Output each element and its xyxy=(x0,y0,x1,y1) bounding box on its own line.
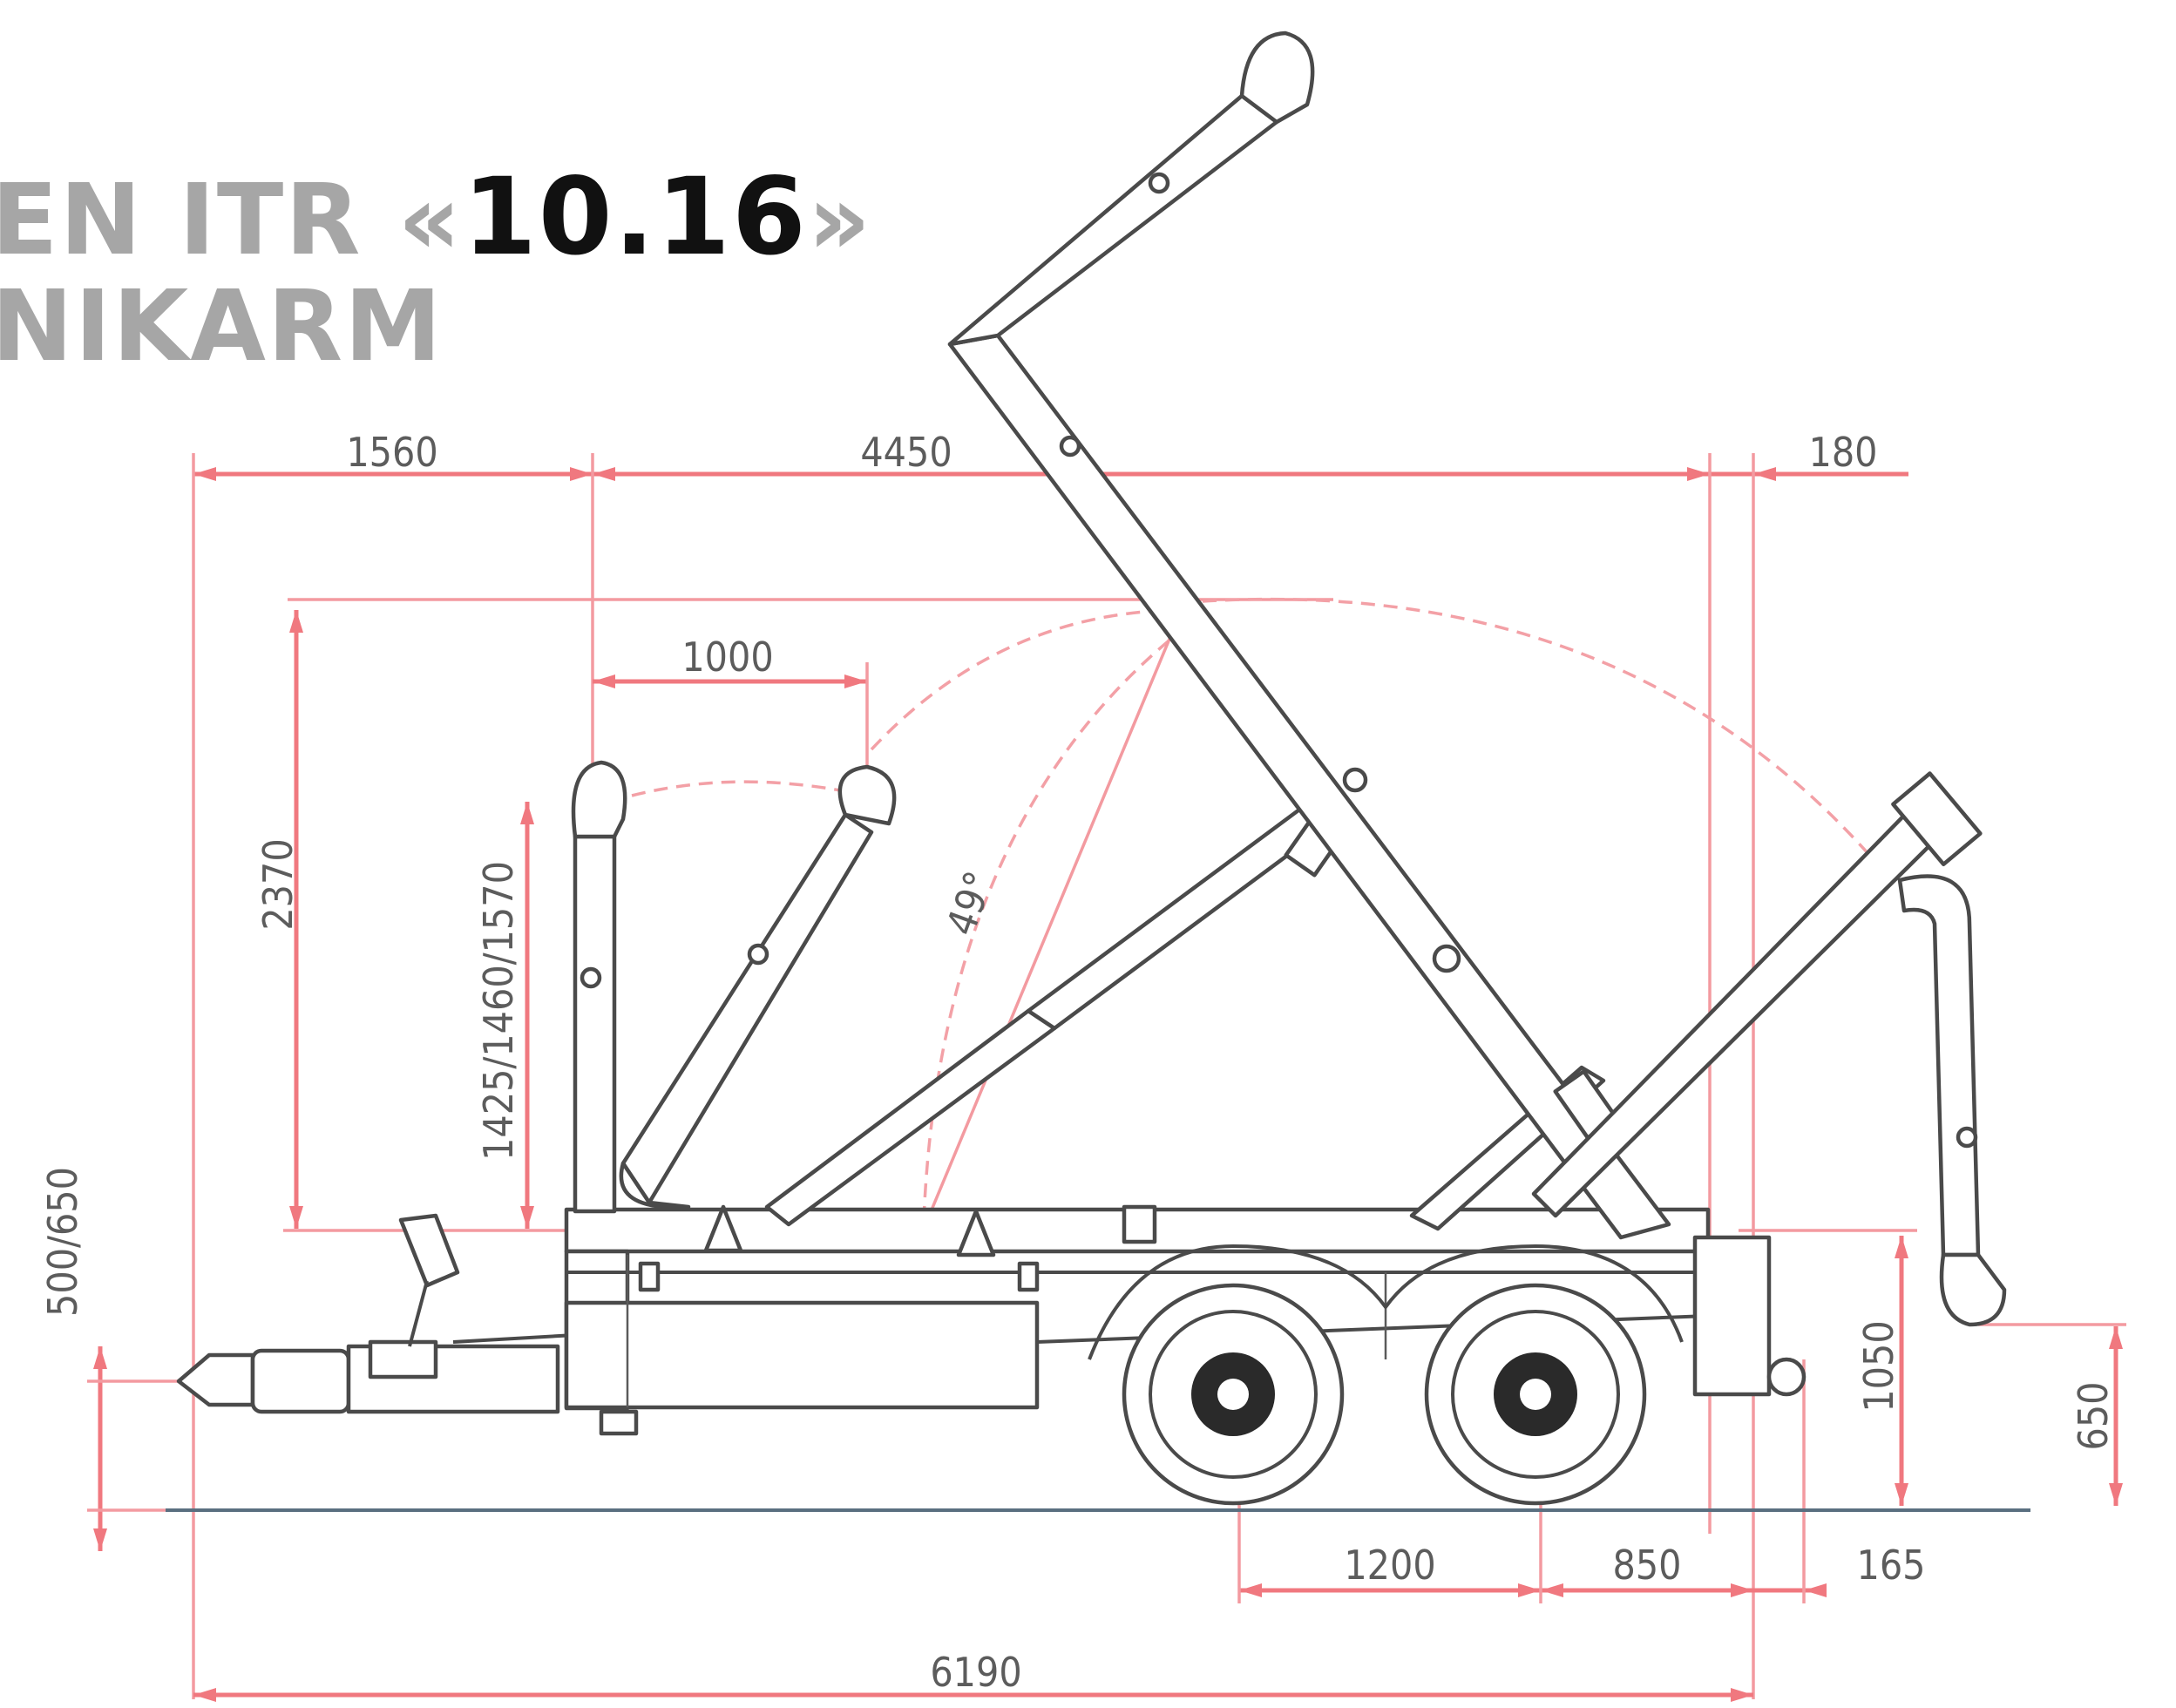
arrow-head xyxy=(1518,1583,1541,1597)
dim-label-1560: 1560 xyxy=(346,429,437,476)
arrow-head xyxy=(1731,1583,1753,1597)
wheel-front-center xyxy=(1217,1379,1249,1410)
arrow-head xyxy=(593,674,615,688)
dim-label-1000: 1000 xyxy=(681,634,773,681)
arm-hook xyxy=(571,760,627,839)
drawbar-clamp xyxy=(368,1339,438,1379)
arm-pin xyxy=(747,943,769,966)
cylinder-lower xyxy=(764,1008,1057,1227)
frame-front-box xyxy=(564,1300,1040,1410)
drawbar-coupling xyxy=(250,1348,351,1414)
dimension-labels: 1560 4450 180 1000 2370 1425/1460/1570 5… xyxy=(39,429,2117,1696)
hook-arm-intermediate xyxy=(619,764,897,1210)
title-line-1: EN ITR «10.16» xyxy=(0,161,872,273)
arc-upper-right xyxy=(1202,597,1893,882)
angle-ray xyxy=(922,600,1187,1230)
arrow-head xyxy=(93,1346,107,1369)
drawing-title: EN ITR «10.16» NIKARM xyxy=(0,161,872,379)
arm-hook xyxy=(837,764,897,826)
arm-pin xyxy=(1956,1126,1978,1149)
arc-hook-travel xyxy=(609,780,855,803)
drawbar-top-line xyxy=(452,1333,576,1344)
arrow-head xyxy=(289,1206,303,1229)
dim-label-180: 180 xyxy=(1809,429,1878,476)
arm-hook xyxy=(1239,30,1315,125)
arm-pin xyxy=(1059,435,1081,458)
wheels xyxy=(1088,1244,1684,1506)
arrow-head xyxy=(844,674,867,688)
arrow-head xyxy=(520,1206,534,1229)
rear-roller xyxy=(1766,1357,1807,1397)
hook-arm-retracted xyxy=(571,760,627,1214)
title-line-2: NIKARM xyxy=(0,270,444,384)
arm-hook xyxy=(1939,1252,2007,1327)
arm-rear-boom xyxy=(1531,782,1963,1218)
arrow-head xyxy=(1731,1688,1753,1702)
angle-label: 49° xyxy=(937,865,1003,941)
title-model-number: 10.16 xyxy=(462,155,808,279)
arrow-head xyxy=(1753,467,1776,481)
dim-label-4450: 4450 xyxy=(860,429,952,476)
cylinder-rod xyxy=(1026,795,1345,1031)
dim-label-165: 165 xyxy=(1857,1542,1926,1589)
hook-arm-rear xyxy=(1531,771,2007,1327)
hook-arm-raised xyxy=(947,30,1671,1240)
rear-hitch-block xyxy=(1692,1235,1772,1397)
title-suffix: » xyxy=(807,164,873,277)
arrow-head xyxy=(1895,1236,1908,1258)
arc-upper-left xyxy=(870,608,1186,751)
bracket xyxy=(1017,1261,1040,1292)
arm-pin xyxy=(1148,172,1170,194)
dim-label-850: 850 xyxy=(1613,1542,1682,1589)
dim-label-1200: 1200 xyxy=(1344,1542,1435,1589)
arrow-head xyxy=(1541,1583,1563,1597)
arrow-head xyxy=(1804,1583,1827,1597)
arrow-head xyxy=(520,802,534,824)
arm-rear-drop xyxy=(1897,874,1981,1257)
bracket xyxy=(1122,1204,1157,1244)
bracket xyxy=(638,1261,661,1292)
dimension-lines xyxy=(87,453,2126,1702)
hooklift-trailer xyxy=(176,30,2007,1506)
dim-label-6190: 6190 xyxy=(930,1649,1021,1696)
support-foot xyxy=(599,1409,639,1436)
arrow-head xyxy=(289,610,303,633)
tow-eye xyxy=(176,1352,255,1407)
arm-pin xyxy=(580,966,602,989)
dim-label-1050: 1050 xyxy=(1855,1320,1902,1412)
arm-knuckle xyxy=(619,1161,691,1210)
arrow-head xyxy=(570,467,593,481)
arm-upper-section xyxy=(947,93,1279,347)
dim-label-1425: 1425/1460/1570 xyxy=(475,861,522,1161)
wheel-rear-rim xyxy=(1451,1310,1620,1479)
arrow-head xyxy=(193,1688,216,1702)
frame-brackets xyxy=(638,1204,1157,1292)
jack-leg xyxy=(408,1280,429,1347)
mudguard xyxy=(1088,1244,1684,1360)
bracket xyxy=(703,1204,743,1253)
title-prefix: EN ITR « xyxy=(0,164,463,277)
arrow-head xyxy=(1239,1583,1262,1597)
arrow-head xyxy=(1895,1483,1908,1506)
arm-rear-knuckle xyxy=(1891,771,1983,867)
dim-label-500-650: 500/650 xyxy=(39,1167,86,1317)
arrow-head xyxy=(2109,1483,2123,1506)
arm-pin xyxy=(1432,944,1461,973)
arm-pin xyxy=(1342,767,1368,793)
drawbar xyxy=(176,1213,576,1414)
arrow-head xyxy=(593,467,615,481)
dim-label-650: 650 xyxy=(2070,1382,2117,1451)
wheel-front-rim xyxy=(1149,1310,1318,1479)
arrow-head xyxy=(193,467,216,481)
arrow-head xyxy=(2109,1326,2123,1349)
jack-handle xyxy=(398,1213,460,1288)
arm-vertical-stem xyxy=(573,834,617,1214)
arm-inclined-stem xyxy=(620,812,874,1205)
wheel-rear-center xyxy=(1520,1379,1551,1410)
dim-label-2370: 2370 xyxy=(254,838,302,930)
arrow-head xyxy=(1687,467,1710,481)
bracket xyxy=(956,1209,996,1257)
